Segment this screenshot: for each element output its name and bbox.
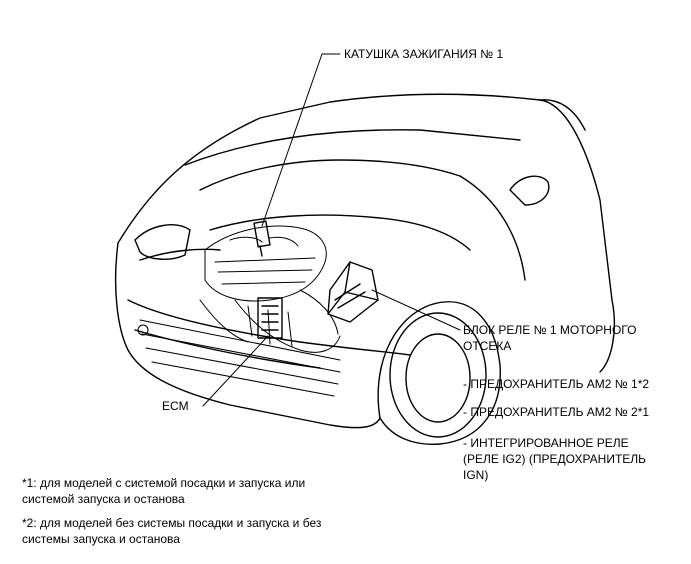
relay-block-label-line2: ОТСЕКА <box>463 339 512 353</box>
ignition-coil-label: КАТУШКА ЗАЖИГАНИЯ № 1 <box>344 47 504 61</box>
ecm-label: ECM <box>162 399 189 413</box>
footnote-2-line1: *2: для моделей без системы посадки и за… <box>22 516 322 530</box>
ecm-part <box>257 297 283 339</box>
relay-content-item: - ИНТЕГРИРОВАННОЕ РЕЛЕ <box>463 436 629 450</box>
footnote-1-line2: системой запуска и останова <box>22 492 185 506</box>
relay-block-part <box>327 261 379 323</box>
leader-lines <box>202 53 461 407</box>
relay-content-item: (РЕЛЕ IG2) (ПРЕДОХРАНИТЕЛЬ <box>463 452 647 466</box>
footnote-2-line2: системы запуска и останова <box>22 532 180 546</box>
relay-block-label-line1: БЛОК РЕЛЕ № 1 МОТОРНОГО <box>463 323 637 337</box>
footnote-1-line1: *1: для моделей с системой посадки и зап… <box>22 476 306 490</box>
relay-content-item: IGN) <box>463 468 489 482</box>
lower-grille <box>137 319 341 397</box>
front-wheel <box>377 301 501 445</box>
relay-content-item: - ПРЕДОХРАНИТЕЛЬ AM2 № 1*2 <box>463 377 650 391</box>
ignition-coil-part <box>253 220 271 257</box>
relay-content-item: - ПРЕДОХРАНИТЕЛЬ AM2 № 2*1 <box>463 405 650 419</box>
car-body <box>114 93 615 429</box>
headlight-and-mirror <box>134 99 586 260</box>
engine-block <box>199 225 341 353</box>
